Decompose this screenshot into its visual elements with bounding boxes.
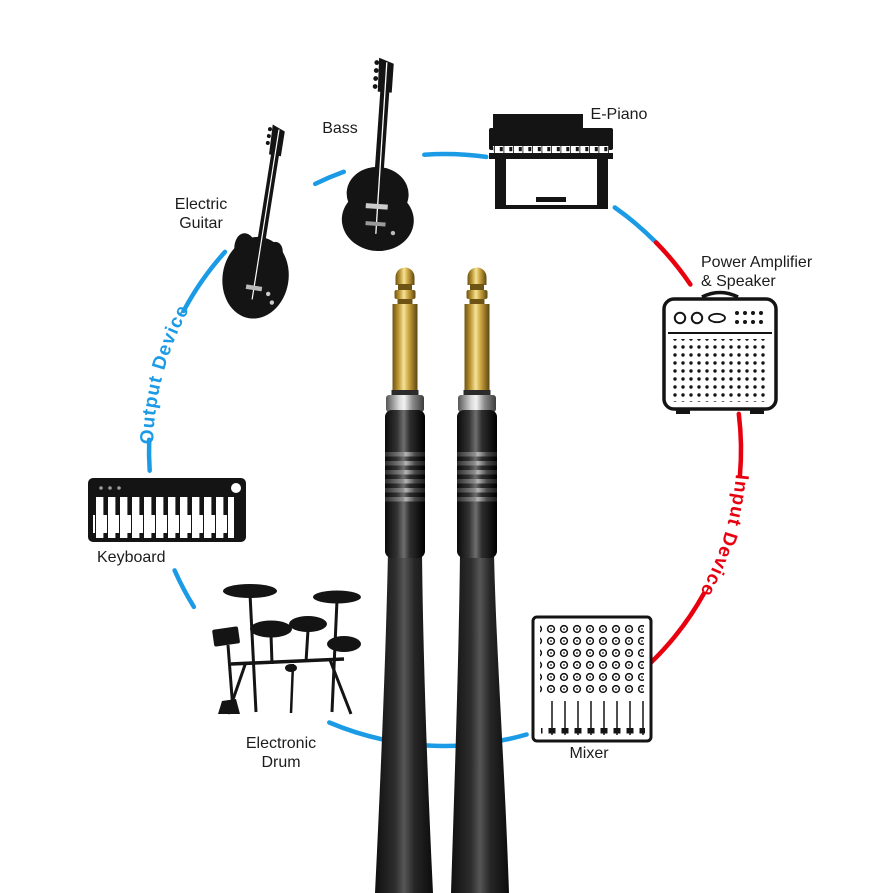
output-device-arc <box>146 151 659 749</box>
electric-guitar-label-line1: Electric <box>175 196 227 213</box>
output-device-arc-label: Output Device <box>137 301 194 445</box>
electronic-drum-label-line1: Electronic <box>246 735 316 752</box>
electric-guitar-icon <box>222 124 289 319</box>
input-arc-segment <box>648 591 707 666</box>
bass-icon <box>341 57 414 252</box>
e-piano-label: E-Piano <box>591 106 648 123</box>
electric-guitar-label-line2: Guitar <box>179 215 223 232</box>
output-arc-segment <box>312 169 347 187</box>
mixer-icon <box>531 615 653 743</box>
amplifier-label-line1: Power Amplifier <box>701 254 813 271</box>
output-arc-segment <box>172 568 197 610</box>
output-arc-segment <box>327 720 529 749</box>
input-device-arc <box>648 240 744 666</box>
amplifier-label-line2: & Speaker <box>701 273 776 290</box>
output-arc-segment <box>612 205 659 245</box>
keyboard-icon <box>88 478 246 542</box>
left-plug-ribs <box>385 452 425 502</box>
keyboard-label: Keyboard <box>97 549 166 566</box>
input-arc-segment <box>653 240 693 287</box>
bass-label: Bass <box>322 120 358 137</box>
e-piano-icon <box>489 114 613 209</box>
amplifier-icon <box>662 290 778 414</box>
left-plug-icon <box>375 267 433 893</box>
output-arc-segment <box>181 249 228 314</box>
right-plug-ribs <box>457 452 497 502</box>
electronic-drum-icon <box>212 584 361 715</box>
electronic-drum-label-line2: Drum <box>261 754 300 771</box>
cable-illustration <box>375 267 509 893</box>
input-device-arc-label: Input Device <box>695 474 752 601</box>
output-arc-segment <box>422 151 489 160</box>
input-arc-segment <box>736 411 744 479</box>
mixer-label: Mixer <box>569 745 609 762</box>
right-plug-icon <box>451 267 509 893</box>
output-arc-segment <box>146 437 152 473</box>
